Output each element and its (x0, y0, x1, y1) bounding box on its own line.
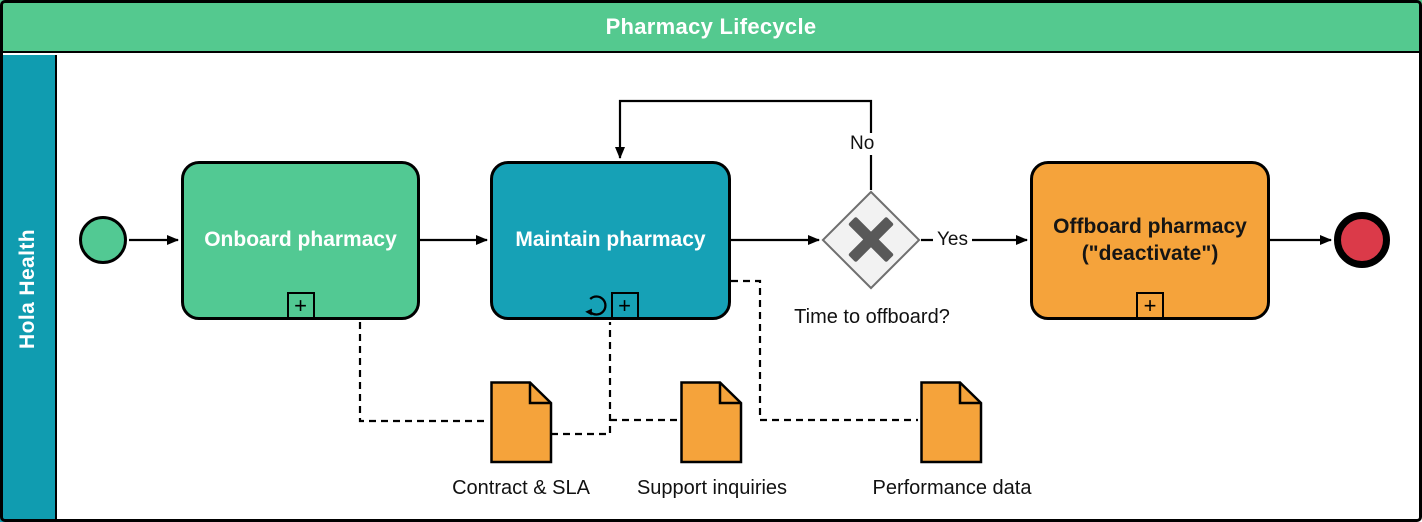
flow-label-yes: Yes (933, 229, 972, 251)
lane-label: Hola Health (15, 228, 39, 349)
assoc-onboard-contract (358, 322, 488, 423)
task-offboard-pharmacy[interactable]: Offboard pharmacy ("deactivate") + (1030, 161, 1270, 320)
pool-title: Pharmacy Lifecycle (605, 14, 817, 39)
task-label-line1: Offboard pharmacy (1053, 215, 1247, 239)
assoc-contract-maintain (551, 322, 612, 436)
data-object-support-inquiries[interactable] (680, 381, 743, 464)
task-maintain-pharmacy[interactable]: Maintain pharmacy + (490, 161, 731, 320)
pool-header[interactable]: Pharmacy Lifecycle (0, 0, 1422, 53)
plus-icon: + (294, 293, 307, 318)
lane-hola-health[interactable]: Hola Health (0, 55, 57, 522)
subprocess-plus-marker[interactable]: + (1136, 292, 1164, 320)
subprocess-plus-marker[interactable]: + (286, 292, 315, 320)
task-markers: + (583, 292, 639, 320)
data-object-contract-sla[interactable] (490, 381, 553, 464)
subprocess-plus-marker[interactable]: + (610, 292, 639, 320)
data-object-label: Performance data (872, 477, 1032, 499)
flow-label-no: No (846, 133, 879, 155)
end-event[interactable] (1334, 212, 1390, 268)
task-label-line2: ("deactivate") (1081, 241, 1219, 265)
plus-icon: + (618, 293, 631, 318)
task-label: Maintain pharmacy (515, 228, 706, 252)
task-label: Onboard pharmacy (204, 228, 397, 252)
data-object-performance-data[interactable] (920, 381, 983, 464)
loop-marker-icon (584, 295, 606, 316)
gateway-question-label: Time to offboard? (794, 306, 950, 328)
plus-icon: + (1143, 293, 1157, 318)
task-onboard-pharmacy[interactable]: Onboard pharmacy + (181, 161, 420, 320)
start-event[interactable] (79, 216, 127, 264)
assoc-maintain-performance (731, 279, 918, 422)
data-object-label: Contract & SLA (452, 477, 590, 499)
data-object-label: Support inquiries (636, 477, 788, 499)
